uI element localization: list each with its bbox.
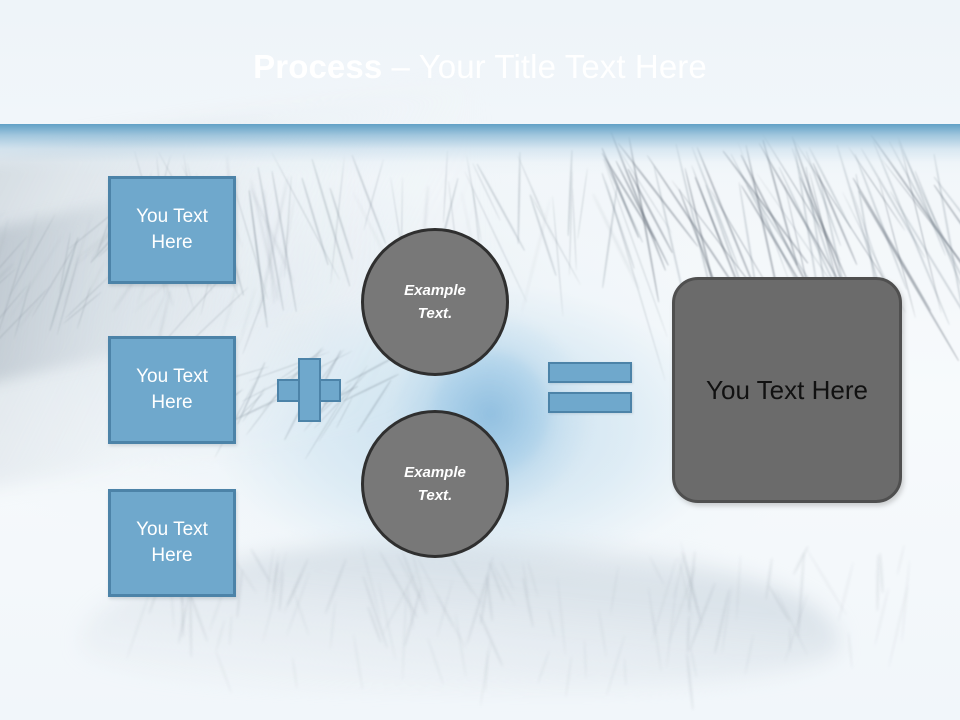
input-box-1[interactable]: You Text Here xyxy=(108,176,236,284)
equals-icon-top-bar xyxy=(548,362,632,383)
input-box-2-line2: Here xyxy=(151,392,193,413)
input-box-3-line1: You Text xyxy=(136,519,208,540)
example-circle-2[interactable]: Example Text. xyxy=(361,410,509,558)
input-box-2[interactable]: You Text Here xyxy=(108,336,236,444)
example-circle-1-line1: Example xyxy=(404,282,466,299)
plus-icon xyxy=(277,358,341,422)
input-box-2-line1: You Text xyxy=(136,366,208,387)
page-title-separator: – xyxy=(382,48,419,85)
equals-icon xyxy=(548,362,632,414)
input-box-3[interactable]: You Text Here xyxy=(108,489,236,597)
input-box-3-line2: Here xyxy=(151,545,193,566)
title-band-fade xyxy=(0,124,960,176)
page-title-rest: Your Title Text Here xyxy=(418,48,707,85)
input-box-3-label: You Text Here xyxy=(111,517,233,569)
input-box-2-label: You Text Here xyxy=(111,364,233,416)
example-circle-2-line2: Text. xyxy=(417,487,453,504)
example-circle-2-line1: Example xyxy=(404,464,466,481)
example-circle-1[interactable]: Example Text. xyxy=(361,228,509,376)
example-circle-2-label: Example Text. xyxy=(364,461,506,507)
result-box[interactable]: You Text Here xyxy=(672,277,902,503)
plus-icon-center-patch xyxy=(300,381,319,400)
input-box-1-line2: Here xyxy=(151,232,193,253)
result-box-label: You Text Here xyxy=(706,375,868,405)
equals-icon-bottom-bar xyxy=(548,392,632,413)
page-title-bold: Process xyxy=(253,48,383,85)
input-box-1-line1: You Text xyxy=(136,206,208,227)
example-circle-1-line2: Text. xyxy=(417,305,453,322)
example-circle-1-label: Example Text. xyxy=(364,279,506,325)
input-box-1-label: You Text Here xyxy=(111,204,233,256)
page-title: Process – Your Title Text Here xyxy=(0,47,960,87)
